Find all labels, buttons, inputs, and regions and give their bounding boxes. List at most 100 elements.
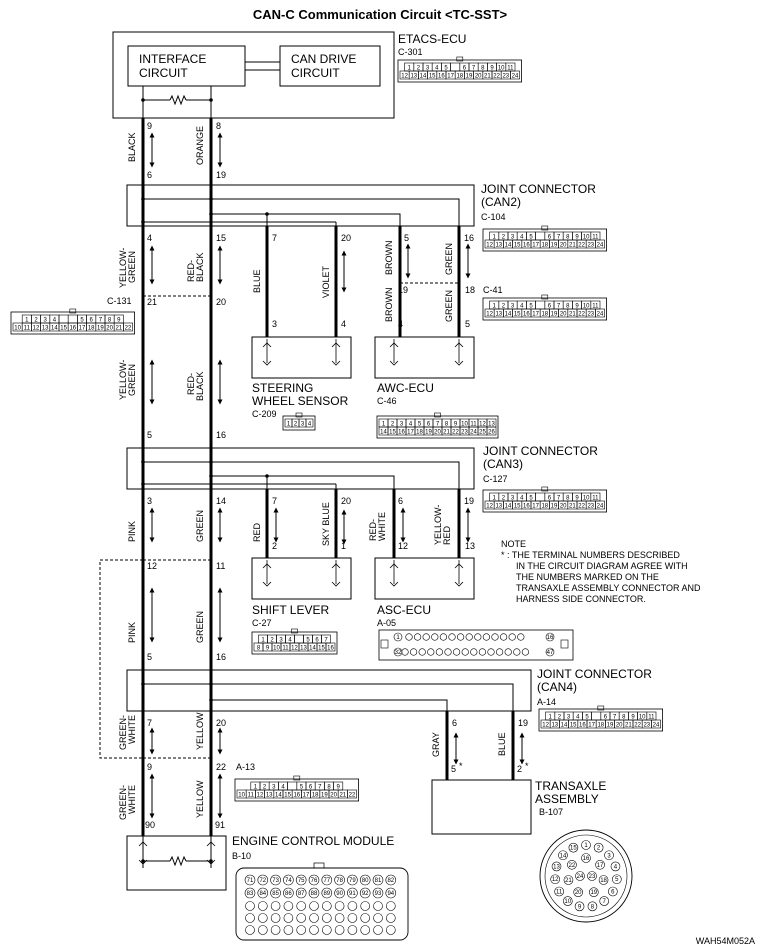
c131-pin: 12 bbox=[33, 325, 40, 331]
c27-pin: 11 bbox=[282, 645, 289, 651]
transaxle-assembly: TRANSAXLE ASSEMBLY B-107 bbox=[431, 779, 606, 835]
wire-rw-a: RED- bbox=[368, 519, 378, 541]
c301-pin: 12 bbox=[401, 73, 408, 79]
transaxle-star-1: * bbox=[459, 761, 463, 771]
c104-pin: 12 bbox=[486, 242, 493, 248]
svg-text:18: 18 bbox=[600, 878, 607, 884]
c41-pin: 8 bbox=[566, 303, 570, 309]
c127-pin: 22 bbox=[578, 503, 585, 509]
c46-pin: 23 bbox=[461, 429, 468, 435]
c46-pin: 12 bbox=[479, 421, 486, 427]
transaxle-pin-5: 5 bbox=[451, 764, 456, 774]
c131-cell bbox=[67, 314, 78, 324]
shift-pin-1: 1 bbox=[341, 541, 346, 551]
a14-pin: 14 bbox=[561, 722, 568, 728]
a13-pin: 17 bbox=[303, 792, 310, 798]
c301-pin: 16 bbox=[438, 73, 445, 79]
c127-pin: 19 bbox=[551, 503, 558, 509]
c46-pin: 13 bbox=[488, 421, 495, 427]
c41-pin: 5 bbox=[529, 303, 533, 309]
wire-sky-blue: SKY BLUE bbox=[321, 502, 331, 546]
ecm-pin-90: 90 bbox=[145, 820, 155, 830]
c131-pin: 8 bbox=[108, 317, 112, 323]
can2-pin-4: 4 bbox=[147, 233, 152, 243]
can3-pin-14: 14 bbox=[216, 496, 226, 506]
a14-pin: 22 bbox=[634, 722, 641, 728]
can-drive-label-2: CIRCUIT bbox=[291, 66, 340, 80]
c127-pin: 13 bbox=[495, 503, 502, 509]
c131-pin: 5 bbox=[80, 317, 84, 323]
a13-pin: 6 bbox=[309, 784, 313, 790]
c27-pin: 7 bbox=[324, 637, 328, 643]
svg-text:76: 76 bbox=[311, 878, 318, 884]
interface-label-2: CIRCUIT bbox=[139, 66, 188, 80]
note-line-1: * : THE TERMINAL NUMBERS DESCRIBED bbox=[501, 550, 680, 560]
c301-pin: 24 bbox=[512, 73, 519, 79]
svg-text:13: 13 bbox=[553, 864, 560, 870]
c301-pin: 4 bbox=[435, 65, 439, 71]
svg-text:4: 4 bbox=[614, 864, 618, 870]
c104-pin: 14 bbox=[505, 242, 512, 248]
c27-pin: 12 bbox=[291, 645, 298, 651]
c131-pin: 14 bbox=[51, 325, 58, 331]
c131-pin: 9 bbox=[117, 317, 121, 323]
shift-lever: SHIFT LEVER C-27 bbox=[251, 557, 352, 628]
interface-label-1: INTERFACE bbox=[139, 52, 206, 66]
a13-pin-11: 11 bbox=[216, 561, 225, 571]
c301-pin: 7 bbox=[472, 65, 476, 71]
c46-pin: 24 bbox=[470, 429, 477, 435]
can3-pin-19: 19 bbox=[464, 496, 474, 506]
note-line-5: HARNESS SIDE CONNECTOR. bbox=[516, 594, 646, 604]
a14-pin: 17 bbox=[588, 722, 595, 728]
c127-pin: 12 bbox=[486, 503, 493, 509]
svg-text:80: 80 bbox=[362, 878, 369, 884]
a13-pin: 13 bbox=[266, 792, 273, 798]
svg-text:91: 91 bbox=[349, 891, 356, 897]
svg-text:6: 6 bbox=[611, 890, 615, 896]
c46-pin: 10 bbox=[461, 421, 468, 427]
c127-cell bbox=[595, 500, 605, 510]
svg-text:86: 86 bbox=[285, 891, 292, 897]
a14-pin: 23 bbox=[643, 722, 650, 728]
svg-text:7: 7 bbox=[603, 899, 607, 905]
wire-yg-2b: GREEN bbox=[127, 364, 137, 396]
svg-text:1: 1 bbox=[584, 843, 588, 849]
c27-pin: 5 bbox=[306, 637, 310, 643]
svg-text:89: 89 bbox=[323, 891, 330, 897]
etacs-pin-l: 9 bbox=[147, 121, 152, 131]
ecm-conn: B-10 bbox=[232, 851, 251, 861]
c301-pin: 22 bbox=[493, 73, 500, 79]
c131-pin: 22 bbox=[125, 325, 132, 331]
a13-pin-5: 5 bbox=[147, 652, 152, 662]
c46-pin: 16 bbox=[398, 429, 405, 435]
c131-cell bbox=[58, 314, 69, 324]
a13-pin: 8 bbox=[327, 784, 331, 790]
c41-pin: 13 bbox=[495, 311, 502, 317]
c104-pin: 2 bbox=[502, 234, 506, 240]
note: NOTE * : THE TERMINAL NUMBERS DESCRIBED … bbox=[501, 539, 701, 604]
page-title: CAN-C Communication Circuit <TC-SST> bbox=[253, 7, 508, 22]
c46-pin: 19 bbox=[425, 429, 432, 435]
wire-yg-1b: GREEN bbox=[127, 251, 137, 283]
c27-pin: 8 bbox=[257, 645, 261, 651]
svg-text:1: 1 bbox=[396, 635, 400, 641]
c41-pin: 22 bbox=[578, 311, 585, 317]
joint-connector-can4: JOINT CONNECTOR (CAN4) A-14 bbox=[126, 667, 652, 712]
c131-pin: 10 bbox=[14, 325, 21, 331]
c301-pin: 5 bbox=[444, 65, 448, 71]
transaxle-name-1: TRANSAXLE bbox=[535, 779, 606, 793]
a14-pin: 13 bbox=[551, 722, 558, 728]
can-drive-label-1: CAN DRIVE bbox=[291, 52, 356, 66]
c301-pin: 14 bbox=[420, 73, 427, 79]
a13-pin: 4 bbox=[281, 784, 285, 790]
c127-pin: 1 bbox=[493, 495, 497, 501]
a14-pin: 3 bbox=[567, 714, 571, 720]
c41-pin: 19 bbox=[551, 311, 558, 317]
c41-pin: 4 bbox=[520, 303, 524, 309]
c131-pin: 18 bbox=[88, 325, 95, 331]
can4-pin-6: 6 bbox=[452, 718, 457, 728]
svg-text:21: 21 bbox=[565, 878, 572, 884]
